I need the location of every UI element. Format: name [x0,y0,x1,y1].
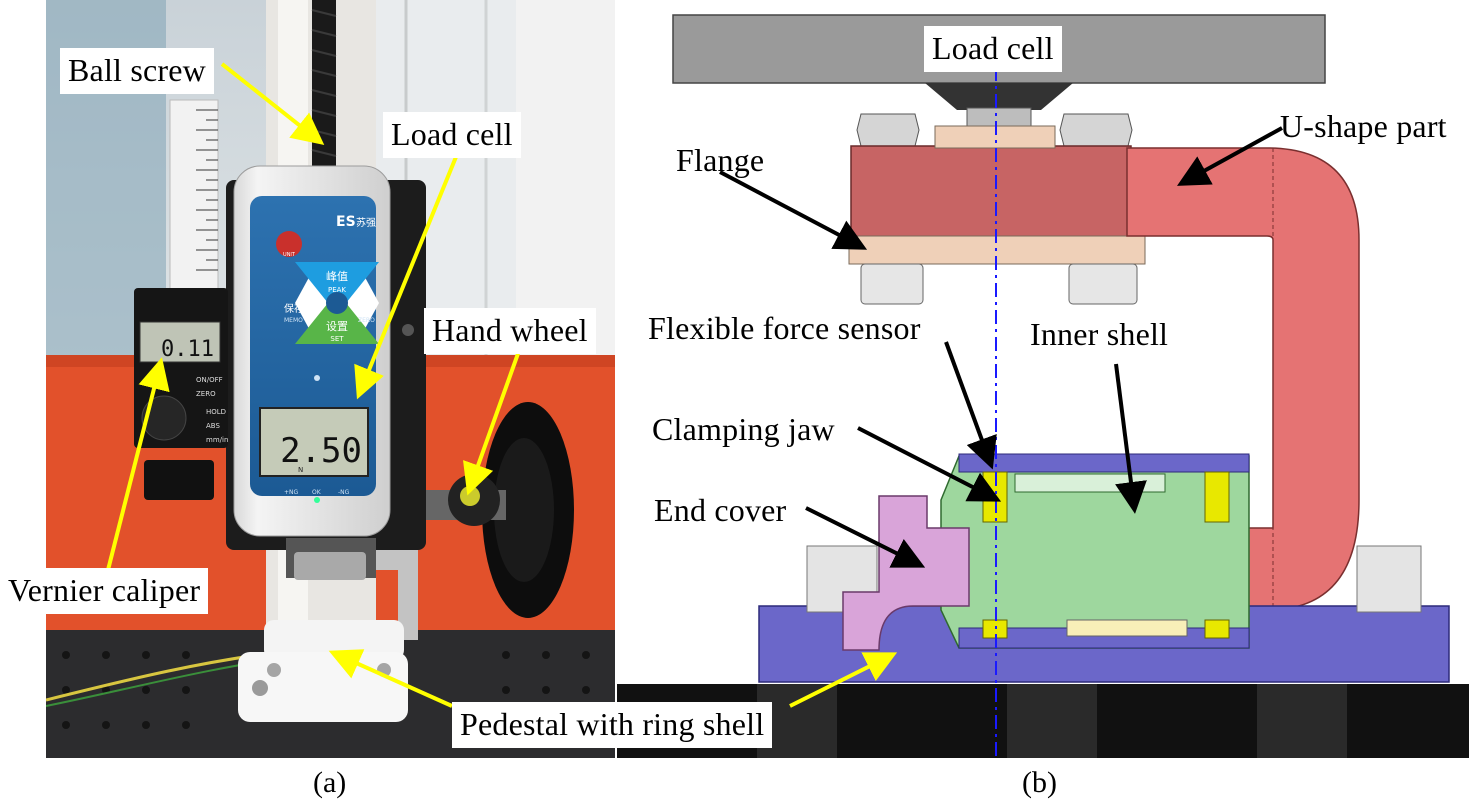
arrow-ball-screw [220,62,325,145]
label-clamping-jaw: Clamping jaw [652,411,835,447]
arrow-pedestal-left [328,649,453,708]
arrow-flange [719,170,868,250]
label-flexible-sensor: Flexible force sensor [648,310,921,346]
gauge-peak-cn: 峰值 [326,270,348,283]
label-hand-wheel: Hand wheel [424,308,596,354]
caliper-hold-label: HOLD [206,408,226,416]
end-cover [842,495,970,651]
gauge-status-ok: OK [312,489,322,496]
gauge-set: SET [330,335,344,343]
label-ball-screw: Ball screw [60,48,214,94]
label-end-cover: End cover [654,492,787,528]
arrow-clamping-jaw [857,426,1002,502]
label-load-cell-b: Load cell [924,26,1062,72]
gauge-memo: MEMO [284,317,303,324]
gauge-brand-cn: 苏强 [356,216,376,229]
gauge-status-plus: +NG [284,489,299,496]
gauge-brand: ES [336,214,356,230]
caliper-zero-label: ZERO [196,390,216,398]
arrow-vernier [106,357,170,571]
label-pedestal: Pedestal with ring shell [452,702,773,748]
caliper-on-label: ON/OFF [196,376,223,384]
gauge-unit-label: UNIT [283,252,296,258]
gauge-unit: N [298,466,303,474]
caption-b: (b) [1022,766,1057,799]
clamping-jaw-right [1204,471,1230,523]
caliper-readout: 0.11 [161,337,214,362]
gauge-status-minus: -NG [338,489,350,496]
arrow-hand-wheel [463,347,522,496]
gauge-zero: ZERO [358,317,375,324]
gauge-memo-cn: 保存 [284,302,304,315]
arrow-end-cover [805,506,926,568]
label-load-cell-a: Load cell [383,112,521,158]
caliper-mm-label: mm/in [206,436,228,444]
caliper-abs-label: ABS [206,422,220,430]
label-vernier-caliper: Vernier caliper [0,568,209,614]
label-inner-shell: Inner shell [1030,316,1169,352]
gauge-set-cn: 设置 [326,320,348,333]
gauge-zero-cn: 置零 [356,303,376,315]
label-flange: Flange [676,142,765,178]
gauge-readout: 2.50 [280,431,362,471]
flange-upper [850,145,1132,239]
gauge-peak: PEAK [328,286,346,294]
caption-a: (a) [313,766,347,799]
label-u-shape: U-shape part [1280,108,1447,144]
arrow-u-shape [1176,126,1283,186]
arrow-load-cell-a [354,151,460,400]
arrow-inner-shell [1114,363,1147,514]
arrow-pedestal-right [789,652,898,708]
arrow-flexible-sensor [944,341,997,470]
